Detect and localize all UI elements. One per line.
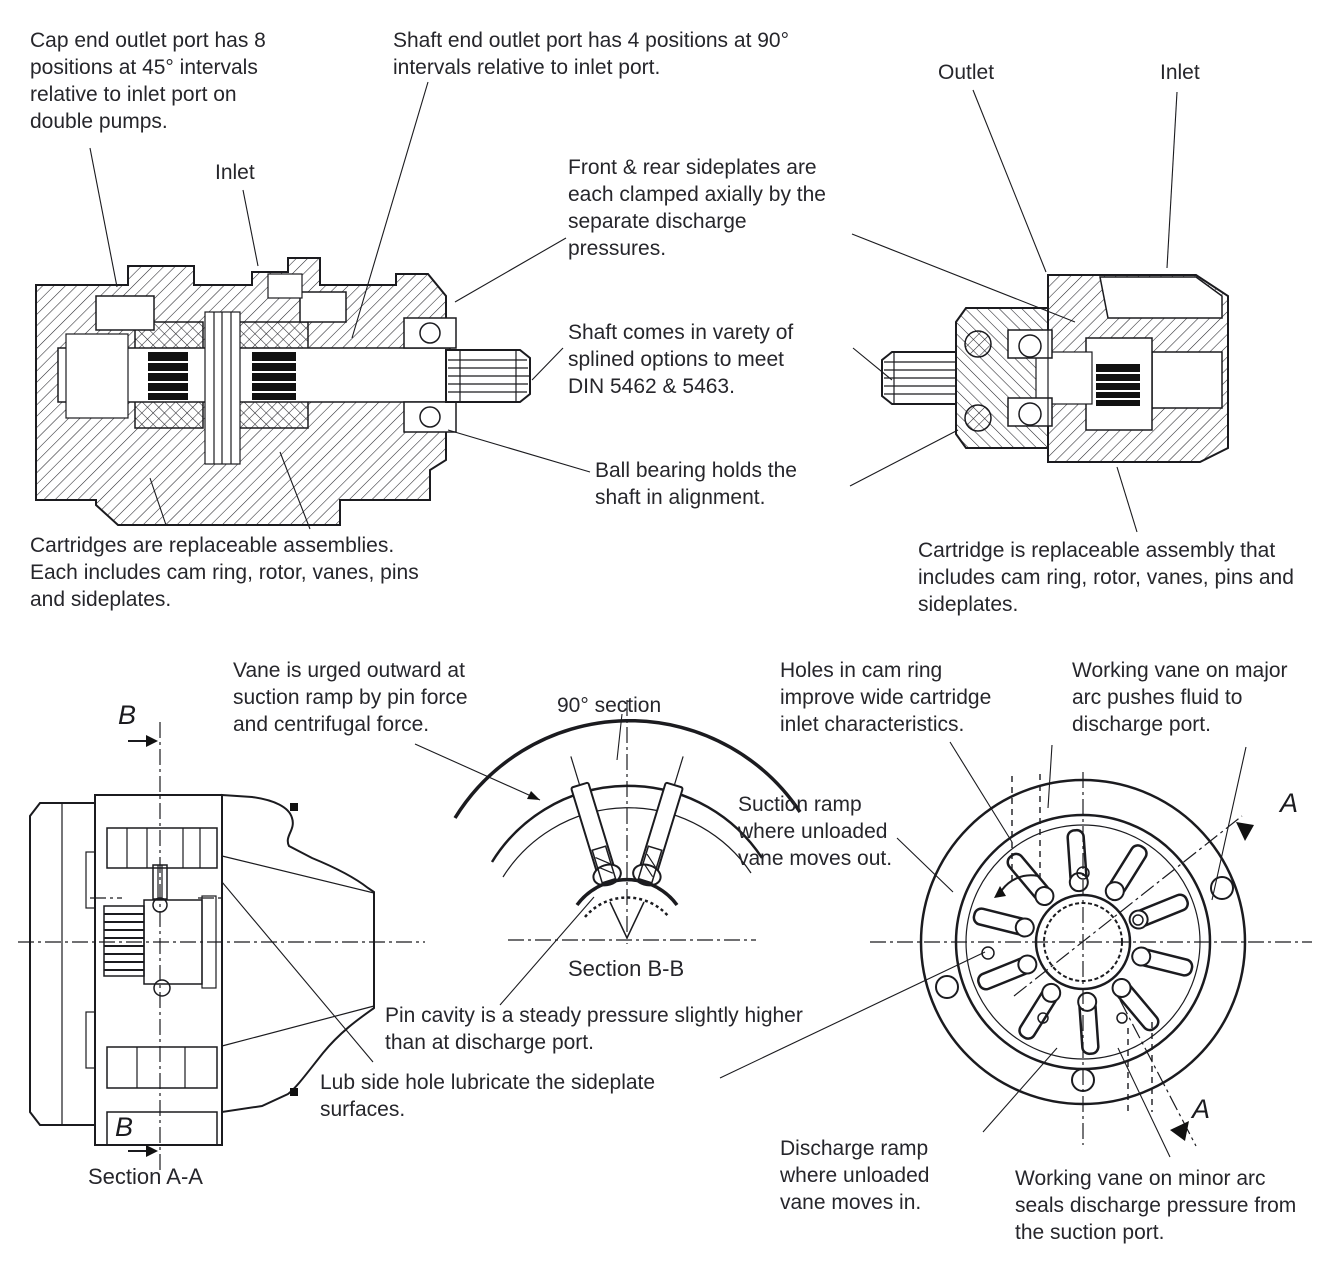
shaft-channel [1035, 351, 1093, 405]
vane-right [632, 756, 684, 887]
cam-ring-arc [490, 784, 764, 863]
note-pin-cavity: Pin cavity is a steady pressure slightly… [385, 1004, 803, 1054]
pin-hole [1132, 914, 1144, 926]
splined-input-shaft [881, 351, 957, 405]
rear-housing [221, 793, 375, 1114]
leader-arrowhead [527, 791, 540, 800]
note-sideplates: Front & rear sideplates are each clamped… [568, 156, 826, 260]
shaft-seal-bottom [964, 404, 992, 432]
splined-output-shaft [445, 349, 531, 403]
section-bb-view [453, 700, 802, 944]
spline-hub-2 [252, 352, 296, 400]
housing-arc [453, 718, 802, 819]
note-working-major: Working vane on major arc pushes fluid t… [1072, 659, 1288, 736]
rotation-arrow [994, 874, 1039, 898]
lower-port-boss [106, 1046, 218, 1089]
shaft-seal-top [964, 330, 992, 358]
label-ninety-section: 90° section [557, 694, 662, 717]
label-section-aa: Section A-A [88, 1164, 203, 1189]
marker-b-top: B [118, 700, 137, 730]
marker-a-top: A [1280, 788, 1299, 818]
note-vane-urged: Vane is urged outward at suction ramp by… [233, 659, 468, 736]
note-cartridges-left: Cartridges are replaceable assemblies. E… [30, 534, 419, 611]
note-shaft-end-outlet: Shaft end outlet port has 4 positions at… [393, 29, 789, 79]
section-aa-view [18, 722, 425, 1170]
pin-hole [1116, 1012, 1128, 1024]
note-working-minor: Working vane on minor arc seals discharg… [1015, 1167, 1297, 1244]
note-shaft-splines: Shaft comes in varety of splined options… [568, 321, 794, 398]
marker-b-bottom: B [115, 1112, 134, 1142]
inlet-cavity [1099, 276, 1223, 319]
bolt-hole [935, 975, 959, 999]
double-pump-cross-section [35, 257, 531, 526]
marker-a-bottom: A [1192, 1094, 1211, 1124]
note-cap-end-outlet: Cap end outlet port has 8 positions at 4… [30, 29, 266, 133]
cap-end-plug [1151, 351, 1223, 409]
label-inlet-right: Inlet [1160, 61, 1200, 84]
label-outlet-right: Outlet [938, 61, 995, 84]
note-discharge-ramp: Discharge ramp where unloaded vane moves… [780, 1137, 930, 1214]
section-b-arrow-bottom [128, 1145, 158, 1157]
ball-bearing-left-pump [403, 317, 457, 433]
note-suction-ramp: Suction ramp where unloaded vane moves o… [738, 793, 893, 870]
section-b-arrow-top [128, 735, 158, 747]
note-lub-hole: Lub side hole lubricate the sideplate su… [320, 1071, 656, 1121]
port-cavity [299, 291, 347, 323]
bolt-hole [1210, 876, 1234, 900]
outlet-port-cavity [95, 295, 155, 331]
ball-bearing-right-pump [1007, 329, 1053, 427]
pump-square-body [94, 794, 223, 1146]
inlet-passage [267, 273, 303, 299]
aa-cutting-plane [1013, 815, 1254, 1147]
cap-end-cavity [65, 333, 129, 419]
cartridge-end-view [870, 772, 1312, 1147]
note-holes-cam-ring: Holes in cam ring improve wide cartridge… [780, 659, 992, 736]
leader-lines [89, 81, 1247, 1158]
rotor-rim-arc [575, 877, 679, 907]
pin-hole [1037, 1012, 1049, 1024]
note-cartridge-right: Cartridge is replaceable assembly that i… [918, 539, 1294, 616]
single-pump-cross-section [881, 274, 1229, 463]
spline-hub [1096, 364, 1140, 406]
note-ball-bearing: Ball bearing holds the shaft in alignmen… [595, 459, 797, 509]
label-inlet-left: Inlet [215, 161, 255, 184]
section-a-arrow-top [1236, 822, 1254, 841]
label-section-bb: Section B-B [568, 956, 685, 981]
section-a-arrow-bottom [1170, 1121, 1189, 1141]
spline-hub-1 [148, 352, 188, 400]
